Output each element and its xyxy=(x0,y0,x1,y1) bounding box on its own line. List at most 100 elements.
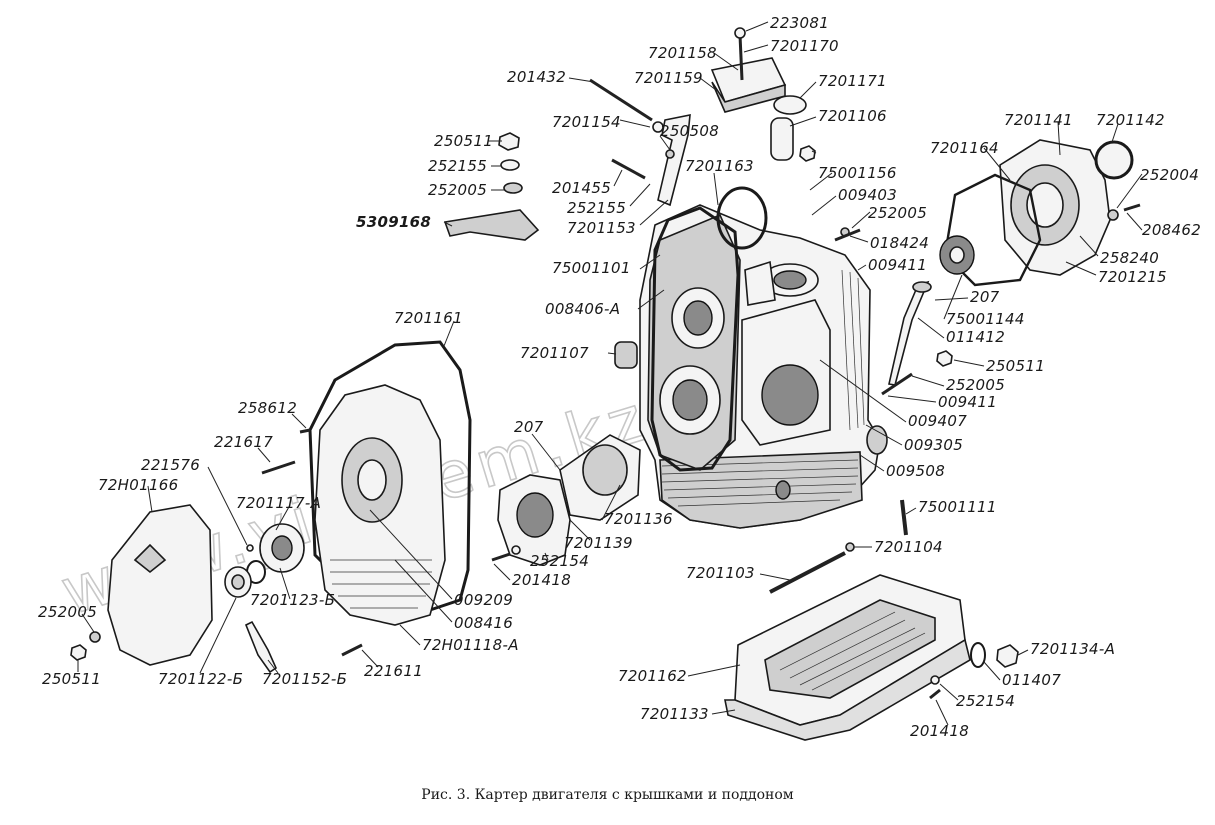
part-label: 7201152-Б xyxy=(262,670,347,688)
lever-5309168 xyxy=(443,209,540,241)
part-label: 7201171 xyxy=(818,72,887,90)
part-label: 7201215 xyxy=(1098,268,1167,286)
part-label: 252154 xyxy=(956,692,1015,710)
part-label: 7201162 xyxy=(618,667,687,685)
long-bolt xyxy=(589,78,653,122)
middle-cover xyxy=(314,384,446,626)
part-label: 7201153 xyxy=(567,219,636,237)
part-label: 009403 xyxy=(838,186,897,204)
bracket-link xyxy=(657,114,691,207)
part-label: 7201104 xyxy=(874,538,943,556)
part-label: 7201141 xyxy=(1004,111,1073,129)
part-label: 252005 xyxy=(38,603,97,621)
lever-7201152-B xyxy=(244,620,278,674)
part-label: 009209 xyxy=(454,591,513,609)
part-label: 221617 xyxy=(214,433,273,451)
top-gasket-ring xyxy=(716,186,768,250)
part-label: 7201163 xyxy=(685,157,754,175)
part-label: 201455 xyxy=(552,179,611,197)
washer-252155 xyxy=(500,159,520,171)
crankcase-block xyxy=(639,204,888,529)
part-label: 221611 xyxy=(364,662,423,680)
part-label: 011407 xyxy=(1002,671,1061,689)
part-label: 221576 xyxy=(141,456,200,474)
part-label: 75001111 xyxy=(918,498,997,516)
part-label: 7201103 xyxy=(686,564,755,582)
part-label: 252155 xyxy=(428,157,487,175)
part-label: 208462 xyxy=(1142,221,1201,239)
part-label: 252155 xyxy=(567,199,626,217)
part-label: 250511 xyxy=(42,670,101,688)
part-label: 207 xyxy=(970,288,1000,306)
breather-tube xyxy=(770,117,794,161)
part-label: 7201139 xyxy=(564,534,633,552)
drain-gasket xyxy=(970,642,986,668)
part-label: 011412 xyxy=(946,328,1005,346)
part-label: 7201133 xyxy=(640,705,709,723)
figure-caption: Рис. 3. Картер двигателя с крышками и по… xyxy=(421,787,794,803)
part-label: 201432 xyxy=(507,68,566,86)
washer-252005 xyxy=(503,182,523,194)
part-label: 201418 xyxy=(512,571,571,589)
part-label: 223081 xyxy=(770,14,829,32)
side-housing-cover xyxy=(999,139,1111,276)
drain-plug xyxy=(996,644,1019,668)
part-label: 7201134-A xyxy=(1030,640,1115,658)
part-label: 018424 xyxy=(870,234,929,252)
part-label: 7201158 xyxy=(648,44,717,62)
part-label: 008406-A xyxy=(545,300,620,318)
part-label: 7201161 xyxy=(394,309,463,327)
part-label: 7201164 xyxy=(930,139,999,157)
plug-cap xyxy=(773,95,807,115)
part-label: 258240 xyxy=(1100,249,1159,267)
part-label: 252005 xyxy=(946,376,1005,394)
part-label: 72H01166 xyxy=(98,476,178,494)
part-label: 75001144 xyxy=(946,310,1025,328)
part-label: 252005 xyxy=(868,204,927,222)
part-label: 252004 xyxy=(1140,166,1199,184)
seal-ring-7201142 xyxy=(1094,140,1134,180)
front-cap xyxy=(107,504,213,666)
bearing-housing xyxy=(497,434,641,566)
part-label: 009411 xyxy=(868,256,927,274)
part-label: 7201117-A xyxy=(236,494,321,512)
oil-dipstick xyxy=(888,280,930,386)
leader-lines xyxy=(77,21,1143,726)
part-label: 009411 xyxy=(938,393,997,411)
bushing-7201107 xyxy=(614,341,638,369)
part-label: 201418 xyxy=(910,722,969,740)
part-label: 252154 xyxy=(530,552,589,570)
part-label: 009508 xyxy=(886,462,945,480)
fasteners xyxy=(70,121,1141,700)
parts xyxy=(70,27,1141,741)
part-label: 5309168 xyxy=(356,213,431,231)
part-label: 72H01118-A xyxy=(422,636,519,654)
part-label: 008416 xyxy=(454,614,513,632)
part-label: 7201159 xyxy=(634,69,703,87)
part-label: 7201106 xyxy=(818,107,887,125)
part-label: 7201107 xyxy=(520,344,589,362)
part-label: 250511 xyxy=(434,132,493,150)
part-label: 009305 xyxy=(904,436,963,454)
part-labels: 223081 7201170 7201158 7201159 7201171 2… xyxy=(38,14,1201,740)
part-label: 252005 xyxy=(428,181,487,199)
top-cover xyxy=(710,27,787,113)
part-label: 7201142 xyxy=(1096,111,1165,129)
part-label: 7201122-Б xyxy=(158,670,243,688)
part-label: 7201136 xyxy=(604,510,673,528)
front-gasket xyxy=(650,206,740,472)
bolt-221617 xyxy=(261,460,296,475)
nut-250511-top xyxy=(498,132,520,151)
part-label: 250508 xyxy=(660,122,719,140)
part-label: 250511 xyxy=(986,357,1045,375)
pin-75001111 xyxy=(900,499,908,536)
rod-7201103 xyxy=(769,551,846,594)
part-label: 75001156 xyxy=(818,164,897,182)
part-label: 258612 xyxy=(238,399,297,417)
part-label: 7201170 xyxy=(770,37,839,55)
oil-pan xyxy=(724,574,971,741)
part-label: 7201154 xyxy=(552,113,621,131)
part-label: 7201123-Б xyxy=(250,591,335,609)
part-label: 207 xyxy=(514,418,544,436)
part-label: 75001101 xyxy=(552,259,631,277)
